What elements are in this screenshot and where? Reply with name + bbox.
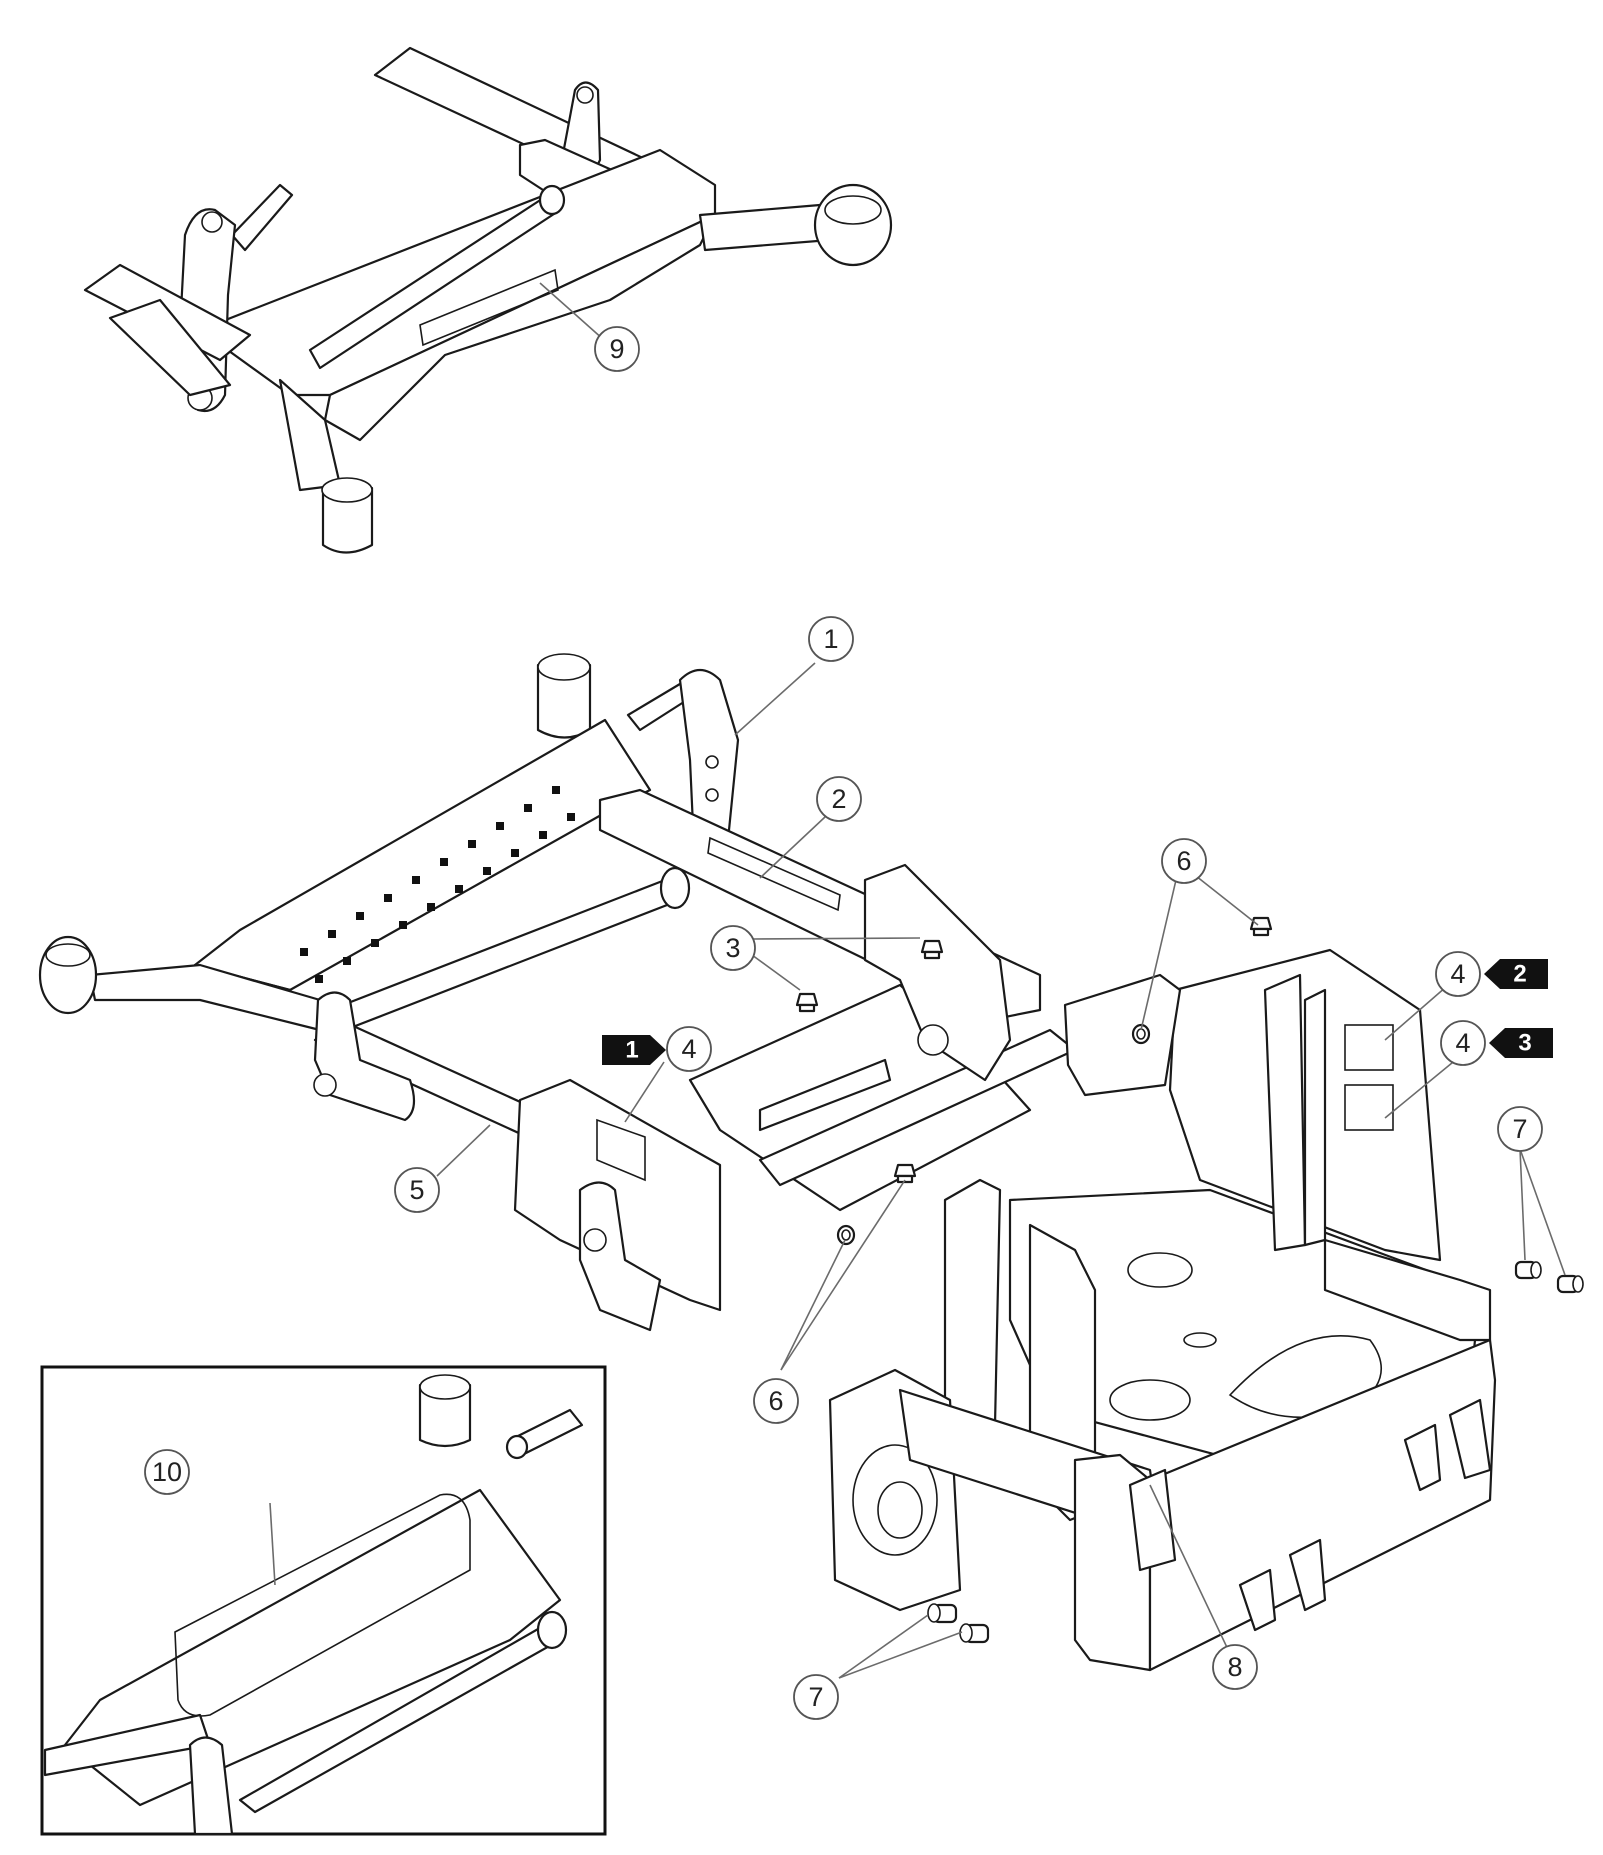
- callout-8-label: 8: [1227, 1652, 1242, 1682]
- deck-shield-perforations: [300, 786, 575, 983]
- callout-7-right: 7: [1497, 1106, 1543, 1152]
- main-frame: [38, 653, 1497, 1672]
- nut-3a: [920, 939, 944, 960]
- bushing-7-right-a: [1514, 1260, 1542, 1280]
- callout-4-left-label: 4: [681, 1034, 696, 1064]
- callout-6-bottom: 6: [753, 1378, 799, 1424]
- bushing-6-low: [836, 1224, 856, 1246]
- front-axle-subassembly: [83, 46, 893, 554]
- callout-10: 10: [144, 1449, 190, 1495]
- callout-9: 9: [594, 326, 640, 372]
- reference-tag-3-label: 3: [1518, 1030, 1531, 1057]
- bushing-6-side: [1131, 1023, 1151, 1045]
- hardware: [795, 916, 1584, 1644]
- reference-tag-1-label: 1: [625, 1037, 638, 1064]
- callout-10-label: 10: [152, 1457, 182, 1487]
- bushing-7-front-b: [959, 1623, 990, 1644]
- nut-3b: [795, 992, 819, 1013]
- inset-detail: [40, 1365, 607, 1836]
- callout-3: 3: [710, 925, 756, 971]
- callout-7-front: 7: [793, 1674, 839, 1720]
- bushing-7-front-a: [927, 1603, 958, 1624]
- bushing-7-right-b: [1556, 1274, 1584, 1294]
- callout-4-right-bottom: 4: [1440, 1020, 1486, 1066]
- reference-tag-2: 2: [1484, 959, 1548, 989]
- leader-lines: [269, 282, 1566, 1679]
- callout-2: 2: [816, 776, 862, 822]
- callout-9-label: 9: [609, 334, 624, 364]
- callout-6-top: 6: [1161, 838, 1207, 884]
- callout-7-right-label: 7: [1512, 1114, 1527, 1144]
- callout-6-top-label: 6: [1176, 846, 1191, 876]
- callout-8: 8: [1212, 1644, 1258, 1690]
- reference-tag-3: 3: [1489, 1028, 1553, 1058]
- reference-tag-1: 1: [602, 1035, 666, 1065]
- callout-3-label: 3: [725, 933, 740, 963]
- callout-2-label: 2: [831, 784, 846, 814]
- callout-4-right-bottom-label: 4: [1455, 1028, 1470, 1058]
- callout-5: 5: [394, 1167, 440, 1213]
- callout-5-label: 5: [409, 1175, 424, 1205]
- callout-6-bottom-label: 6: [768, 1386, 783, 1416]
- nut-6-top: [1249, 916, 1273, 937]
- callout-4-right-top: 4: [1435, 951, 1481, 997]
- callout-4-left: 4: [666, 1026, 712, 1072]
- reference-tag-2-label: 2: [1513, 961, 1526, 988]
- callout-7-front-label: 7: [808, 1682, 823, 1712]
- callout-1: 1: [808, 616, 854, 662]
- nut-6-mid: [893, 1163, 917, 1184]
- callout-1-label: 1: [823, 624, 838, 654]
- callout-4-right-top-label: 4: [1450, 959, 1465, 989]
